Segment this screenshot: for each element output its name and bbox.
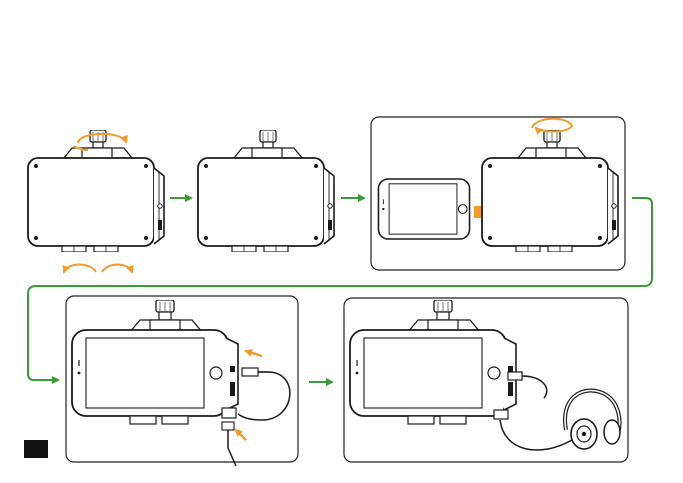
step-4-rig-with-phone [72,300,238,424]
step-3-phone [378,179,469,239]
step-2-rig [198,130,334,252]
step-3-rig [482,130,618,252]
clamp-arrow-right [102,265,132,273]
plug-arrow-lower [236,430,246,440]
step-1-rig [28,130,164,272]
clamp-arrow-left [64,265,96,273]
step-5-rig-with-phone [350,300,516,424]
page-tab-marker [24,440,48,458]
rotate-arrow-step3 [532,119,572,132]
plug-arrow-upper [246,351,262,356]
headphones-icon [565,391,620,449]
